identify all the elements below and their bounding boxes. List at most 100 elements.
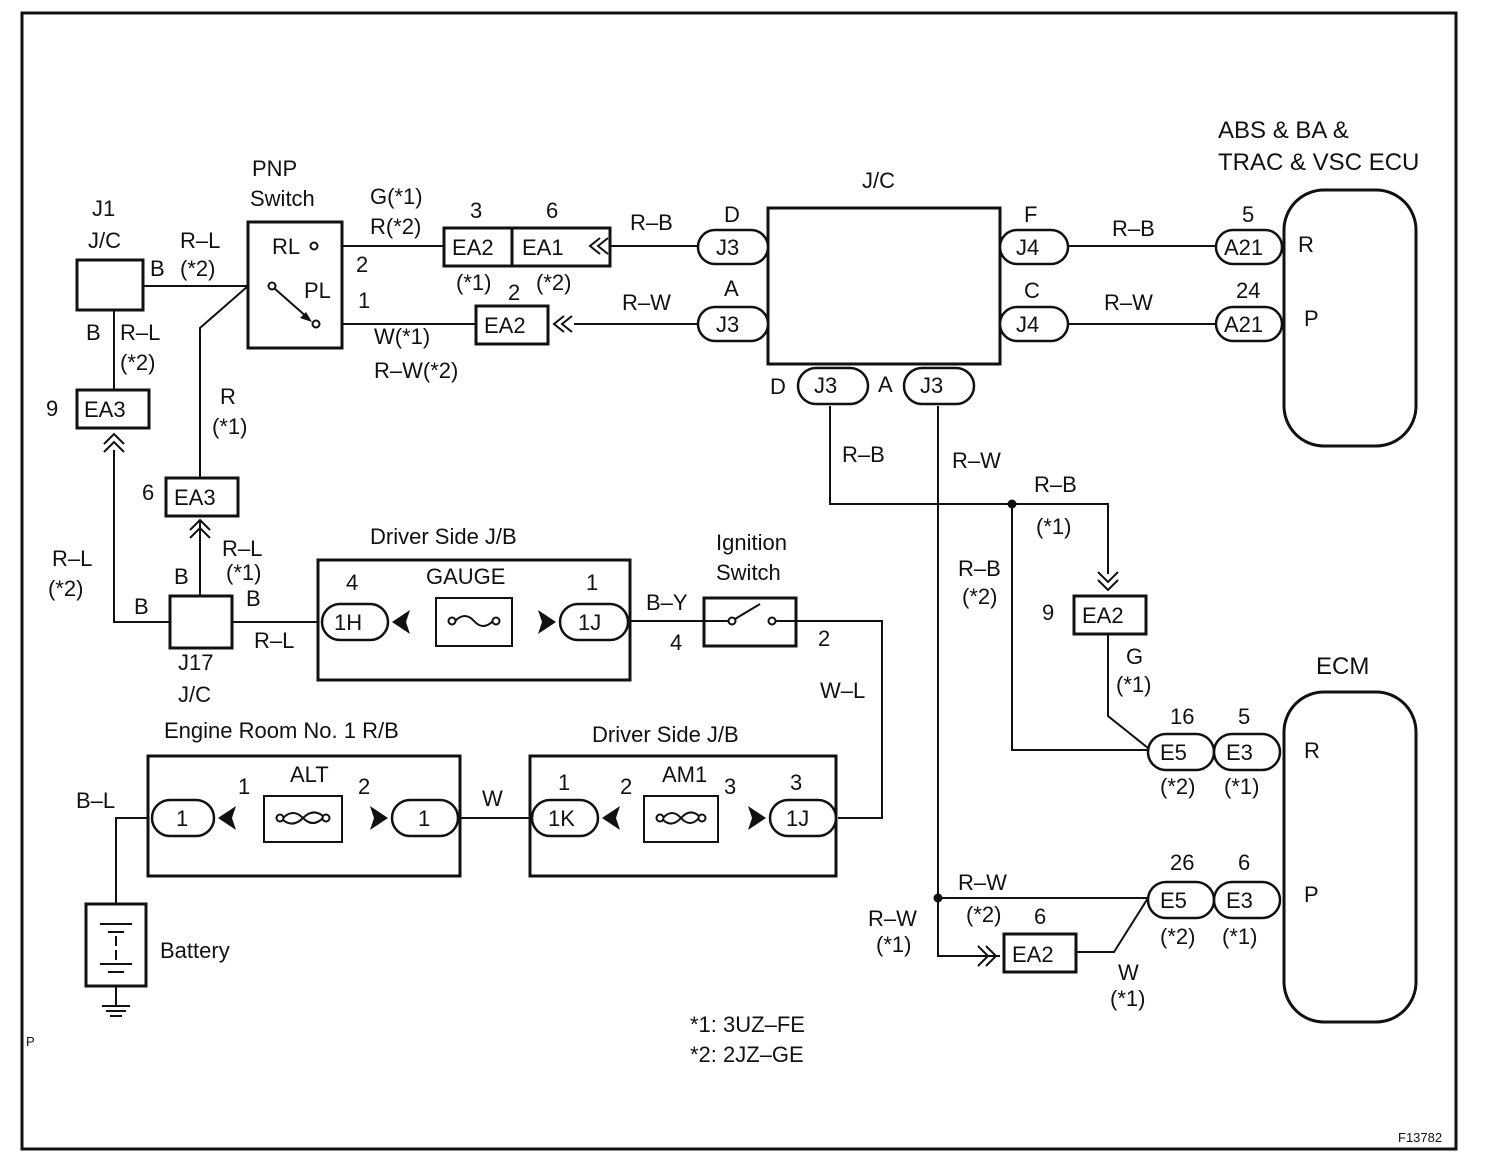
wire-rl-mid-variant: (*1) [226,560,261,585]
j1-junction-box [75,258,145,312]
a21-pin-24: 24 [1236,278,1260,303]
wire-rl-low: R–L [52,546,92,571]
jc-pin-d-bottom: D [770,374,786,399]
connector-ea3-left [75,388,151,430]
ignition-label-line1: Ignition [716,530,787,555]
wire-w-variant1: W(*1) [374,324,430,349]
am1-pin-1-left: 1 [558,770,570,795]
ea3-pin-9: 9 [46,396,58,421]
am1-pin-3: 3 [790,770,802,795]
gauge-pin-4: 4 [346,570,358,595]
connector-j3-a [696,305,770,343]
connector-1-right-label: 1 [418,806,430,831]
a21-p-label: A21 [1224,312,1263,337]
wire-rb-e5-variant: (*2) [962,584,997,609]
abs-ecu-box [1282,188,1418,448]
wire-rb-down: R–B [842,442,885,467]
e3-pin-6: 6 [1238,850,1250,875]
wire-ea2-variant1: (*1) [456,270,491,295]
wire-rw-right: R–W [1104,290,1153,315]
ea2-mid-label: EA2 [484,313,526,338]
ecm-pin-p: P [1304,882,1319,907]
connector-ea2-mid [474,304,550,346]
a21-r-label: A21 [1224,235,1263,260]
wire-r-variant2: R(*2) [370,214,421,239]
alt-pin-2: 2 [358,774,370,799]
alt-pin-1: 1 [238,774,250,799]
ignition-pin-2: 2 [818,626,830,651]
ecm-label: ECM [1316,653,1369,680]
am1-label: AM1 [662,762,707,787]
gauge-pin-1: 1 [586,570,598,595]
wire-b-left: B [86,320,101,345]
j17-ref: J17 [178,650,213,675]
connector-1j-top-label: 1J [578,610,601,635]
jc-pin-a-left: A [724,276,739,301]
pnp-label-line2: Switch [250,186,315,211]
note-variant-2: *2: 2JZ–GE [690,1042,804,1067]
j1-jc-label: J/C [88,228,121,253]
connector-j3-bottom-d [796,366,870,406]
pnp-switch-box [246,220,344,350]
page-frame [20,11,1458,1151]
ea3-mid-label: EA3 [174,485,216,510]
ea1-pin-6: 6 [546,198,558,223]
wire-rl-left: R–L [120,320,160,345]
j4-c-label: J4 [1016,312,1039,337]
connector-j3-bottom-a [902,366,976,406]
wire-rw-e5-variant: (*2) [966,902,1001,927]
abs-pin-r: R [1298,232,1314,257]
wire-ea1-variant2: (*2) [536,270,571,295]
connector-ea2-right [1072,594,1148,636]
driver-jb-bottom-label: Driver Side J/B [592,722,739,747]
ea2-pin-2: 2 [508,280,520,305]
connector-a21-p [1214,305,1284,343]
wire-rb-ea2: R–B [1034,472,1077,497]
main-jc-label: J/C [862,168,895,193]
wire-rb-e5: R–B [958,556,1001,581]
j17-junction-box [168,594,234,650]
ea3-left-label: EA3 [84,397,126,422]
e5-pin-26: 26 [1170,850,1194,875]
engine-rb-label: Engine Room No. 1 R/B [164,718,399,743]
e5-r-label: E5 [1160,740,1187,765]
connector-ea2-bottom [1002,932,1078,974]
alt-label: ALT [290,762,329,787]
connector-1-right [390,798,460,838]
wire-b-j17-right: B [246,586,261,611]
connector-1j-top [558,602,630,642]
j1-ref: J1 [92,196,115,221]
pnp-rl: RL [272,234,300,259]
connector-1k-label: 1K [548,806,575,831]
battery-label: Battery [160,938,230,963]
wire-rb-top: R–B [630,210,673,235]
ea3-pin-6: 6 [142,480,154,505]
wire-w-ea2: W [1118,960,1139,985]
main-junction-box [766,206,1002,366]
wire-by: B–Y [646,590,688,615]
ea2-bottom-label: EA2 [1012,942,1054,967]
wire-rw-ea2-variant: (*1) [876,932,911,957]
wire-r-variant: (*1) [212,414,247,439]
j3-a-label: J3 [716,312,739,337]
ea2-top-label: EA2 [452,235,494,260]
ea2-pin-9: 9 [1042,600,1054,625]
connector-e3-p [1212,880,1282,920]
wire-rl-left-variant: (*2) [120,350,155,375]
wire-bl: B–L [76,788,115,813]
e3-r-label: E3 [1226,740,1253,765]
connector-ea3-mid [164,476,240,518]
j17-jc-label: J/C [178,682,211,707]
jc-pin-f: F [1024,202,1037,227]
gauge-label: GAUGE [426,564,505,589]
pnp-pin-1: 1 [358,288,370,313]
pin-labels: 2 1 3 6 2 9 6 D A F C D A 5 24 R P 9 16 … [26,198,1320,1049]
wire-rl-j17: R–L [254,628,294,653]
connector-1j-bottom [768,798,838,838]
connector-j3-d [696,228,770,266]
wire-g-variant1: G(*1) [370,184,423,209]
connector-j4-c [998,305,1070,343]
ea2-pin-3: 3 [470,198,482,223]
ea2-pin-6: 6 [1034,904,1046,929]
